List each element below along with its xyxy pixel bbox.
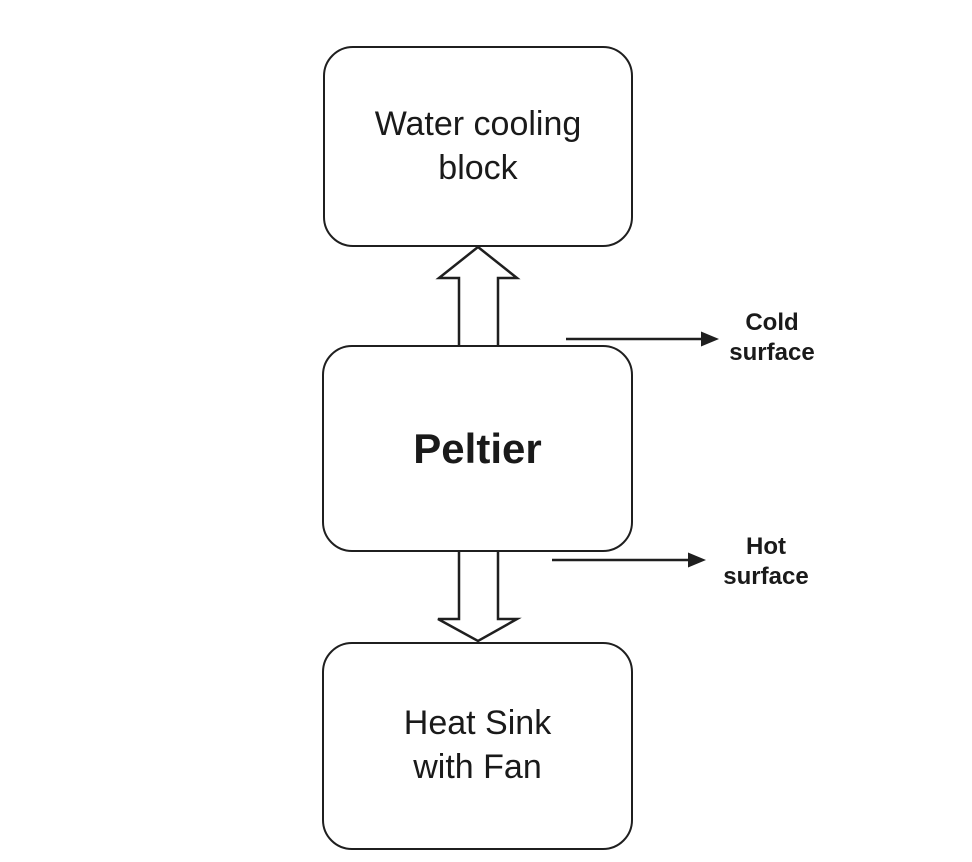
node-peltier: Peltier bbox=[322, 345, 633, 552]
hot-surface-label: Hot surface bbox=[723, 533, 809, 590]
peltier-label: Peltier bbox=[413, 424, 542, 472]
node-heat-sink: Heat Sink with Fan bbox=[322, 642, 633, 850]
up-block-arrow-icon bbox=[435, 245, 521, 349]
heat-sink-label: Heat Sink with Fan bbox=[403, 704, 552, 786]
water-cooling-block-label: Water cooling block bbox=[374, 104, 582, 187]
node-water-cooling-block: Water cooling block bbox=[323, 46, 633, 247]
down-block-arrow-icon bbox=[437, 548, 522, 643]
cold-surface-label: Cold surface bbox=[729, 309, 815, 366]
hot-surface-arrow-icon bbox=[552, 552, 706, 568]
